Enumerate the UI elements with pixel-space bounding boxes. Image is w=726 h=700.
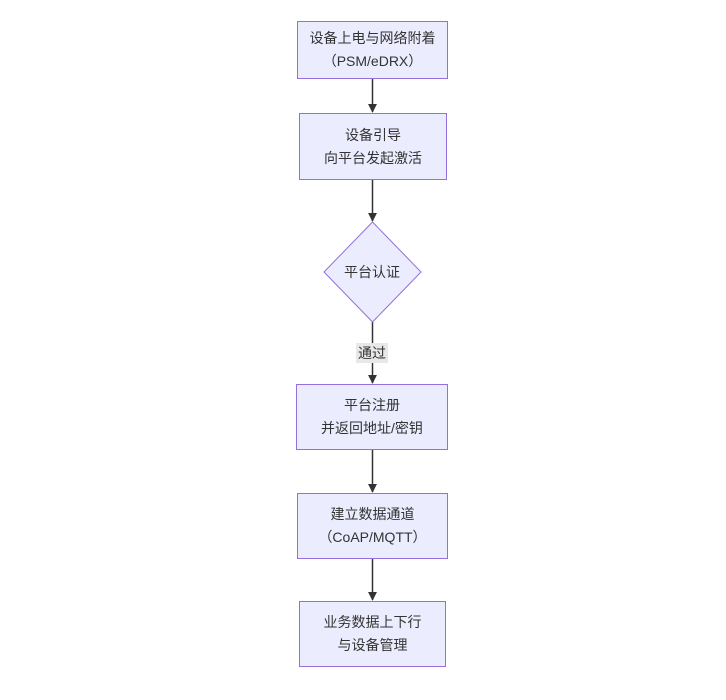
node-channel-line1: 建立数据通道 bbox=[330, 506, 415, 522]
node-register-line1: 平台注册 bbox=[344, 397, 400, 413]
node-channel-line2: （CoAP/MQTT） bbox=[318, 529, 427, 545]
node-channel: 建立数据通道 （CoAP/MQTT） bbox=[297, 493, 448, 559]
node-power-on-line2: （PSM/eDRX） bbox=[322, 53, 423, 69]
edge-label-pass: 通过 bbox=[356, 343, 388, 363]
node-register: 平台注册 并返回地址/密钥 bbox=[296, 384, 448, 450]
node-bootstrap: 设备引导 向平台发起激活 bbox=[299, 113, 447, 180]
node-business-line2: 与设备管理 bbox=[337, 637, 408, 653]
node-auth-label: 平台认证 bbox=[344, 264, 400, 280]
node-bootstrap-line2: 向平台发起激活 bbox=[324, 149, 422, 166]
node-bootstrap-line1: 设备引导 bbox=[345, 126, 401, 143]
node-register-line2: 并返回地址/密钥 bbox=[321, 420, 423, 436]
node-business-line1: 业务数据上下行 bbox=[323, 614, 422, 630]
decision-diamond-shape bbox=[323, 221, 422, 323]
node-power-on: 设备上电与网络附着 （PSM/eDRX） bbox=[297, 21, 448, 79]
node-business: 业务数据上下行 与设备管理 bbox=[299, 601, 446, 667]
node-power-on-line1: 设备上电与网络附着 bbox=[309, 30, 436, 46]
